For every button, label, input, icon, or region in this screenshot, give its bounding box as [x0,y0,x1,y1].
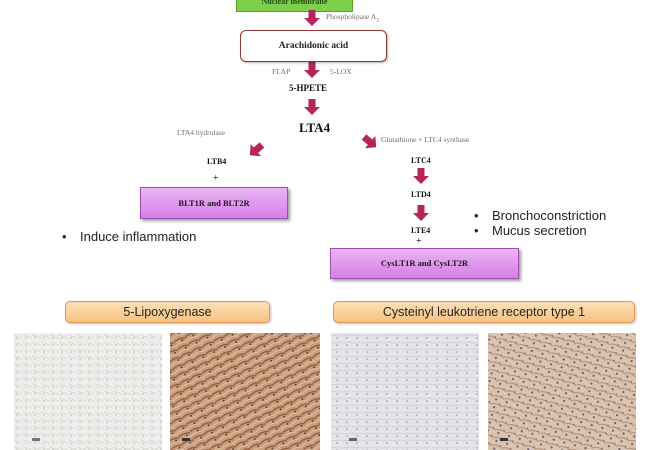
ltb4-label: LTB4 [207,157,227,166]
panel-title-right: Cysteinyl leukotriene receptor type 1 [333,301,635,323]
bullet-mucus-secretion: •Mucus secretion [474,223,587,238]
arrow-to-lta4 [304,99,320,115]
cyslt-receptor-box: CysLT1R and CysLT2R [330,248,519,279]
arachidonic-acid-box: Arachidonic acid [240,30,387,62]
blt-receptor-label: BLT1R and BLT2R [178,198,250,208]
glutathione-label: Glutathione + LTC4 synthase [381,135,470,144]
phospholipase-label: Phospholipase A2 [326,12,379,24]
lta4-label: LTA4 [299,120,331,135]
micrograph-cyslt1-stained-image [488,333,636,450]
micrograph-5lox-stained-image [170,333,320,450]
arrow-to-arachidonic [304,10,320,26]
plus-left: + [213,173,219,184]
bullet-induce-inflammation: •Induce inflammation [62,229,197,244]
micrograph-5lox-control-image [14,333,162,450]
arrow-to-ltb4 [244,138,268,162]
nuclear-membrane-label: Nuclear membrane [261,0,328,6]
lta4-hydrolase-label: LTA4 hydrolase [177,128,226,137]
panel-title-right-label: Cysteinyl leukotriene receptor type 1 [382,305,586,319]
cyslt-receptor-label: CysLT1R and CysLT2R [380,258,469,268]
panel-title-left: 5-Lipoxygenase [65,301,270,323]
blt-receptor-box: BLT1R and BLT2R [140,187,288,219]
arrow-to-ltc4 [358,130,382,154]
micrograph-cyslt1-control-image [331,333,479,450]
arachidonic-acid-label: Arachidonic acid [278,41,349,51]
nuclear-membrane-box: Nuclear membrane [236,0,353,12]
micrograph-cyslt1-stained [488,333,636,450]
micrograph-5lox-control [14,333,162,450]
panel-title-left-label: 5-Lipoxygenase [123,305,212,319]
plus-right: + [416,236,422,247]
5-lox-label: 5-LOX [330,67,352,76]
bullet-bronchoconstriction: •Bronchoconstriction [474,208,607,223]
ltc4-label: LTC4 [411,156,431,165]
ltd4-label: LTD4 [411,190,431,199]
hpete-label: 5-HPETE [289,83,328,93]
lte4-label: LTE4 [411,226,431,235]
micrograph-5lox-stained [170,333,320,450]
arrow-to-lte4 [413,205,429,221]
arrow-to-hpete [304,62,320,78]
micrograph-cyslt1-control [331,333,479,450]
flap-label: FLAP [272,67,291,76]
arrow-to-ltd4 [413,168,429,184]
